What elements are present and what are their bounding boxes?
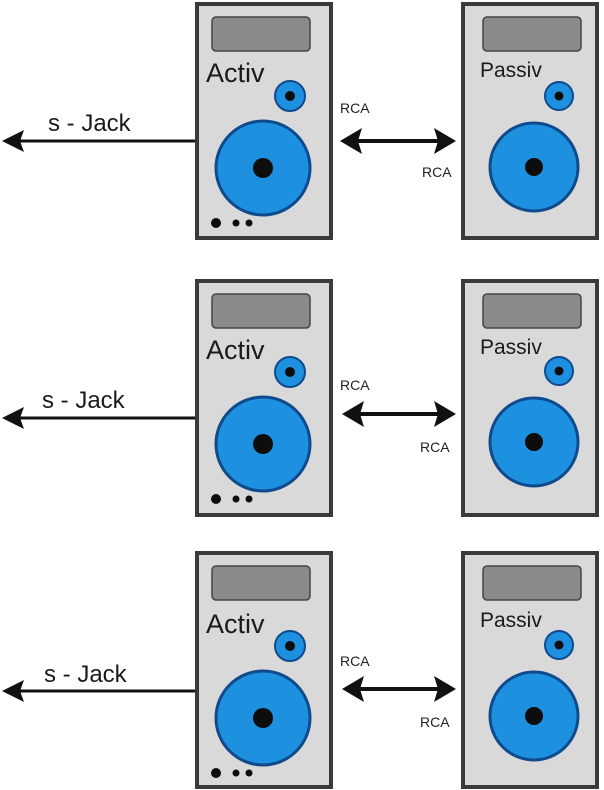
- passive-speaker: Passiv: [461, 551, 599, 789]
- input-label: s - Jack: [48, 110, 132, 137]
- row-1: s - Jack Activ RCA RCA: [2, 2, 599, 240]
- rca-link: [342, 401, 456, 427]
- passive-label: Passiv: [480, 59, 542, 82]
- rca-label-bottom: RCA: [422, 164, 452, 180]
- tweeter: [544, 81, 574, 111]
- display-panel: [211, 16, 311, 52]
- input-jack: [245, 219, 253, 227]
- tweeter: [544, 630, 574, 660]
- rca-label-top: RCA: [340, 100, 370, 116]
- active-speaker: Activ: [195, 2, 333, 240]
- control-knob: [211, 494, 221, 504]
- control-knob: [211, 218, 221, 228]
- row-2: s - Jack Activ RCA RCA: [2, 279, 599, 517]
- input-label: s - Jack: [44, 661, 128, 688]
- rca-link: [340, 128, 456, 154]
- display-panel: [482, 565, 582, 601]
- woofer: [214, 669, 312, 767]
- passive-speaker: Passiv: [461, 279, 599, 517]
- input-jack: [232, 769, 240, 777]
- display-panel: [211, 293, 311, 329]
- active-speaker: Activ: [195, 551, 333, 789]
- woofer: [214, 395, 312, 493]
- woofer: [214, 119, 312, 217]
- display-panel: [482, 293, 582, 329]
- input-arrow: [2, 130, 198, 152]
- rca-label-bottom: RCA: [420, 439, 450, 455]
- rca-label-bottom: RCA: [420, 714, 450, 730]
- woofer: [488, 121, 580, 213]
- input-label: s - Jack: [42, 387, 126, 414]
- row-3: s - Jack Activ RCA RCA: [2, 551, 599, 789]
- active-label: Activ: [206, 58, 265, 88]
- input-arrow: [2, 680, 198, 702]
- active-label: Activ: [206, 335, 265, 365]
- control-knob: [211, 768, 221, 778]
- input-jack: [232, 495, 240, 503]
- tweeter: [274, 630, 306, 662]
- rca-label-top: RCA: [340, 377, 370, 393]
- passive-speaker: Passiv: [461, 2, 599, 240]
- woofer: [488, 670, 580, 762]
- input-jack: [232, 219, 240, 227]
- passive-label: Passiv: [480, 609, 542, 632]
- active-label: Activ: [206, 609, 265, 639]
- input-arrow: [2, 407, 198, 429]
- tweeter: [544, 356, 574, 386]
- display-panel: [482, 16, 582, 52]
- display-panel: [211, 565, 311, 601]
- input-jack: [245, 495, 253, 503]
- woofer: [488, 396, 580, 488]
- passive-label: Passiv: [480, 336, 542, 359]
- active-speaker: Activ: [195, 279, 333, 517]
- rca-link: [342, 676, 456, 702]
- input-jack: [245, 769, 253, 777]
- rca-label-top: RCA: [340, 653, 370, 669]
- tweeter: [274, 80, 306, 112]
- tweeter: [274, 356, 306, 388]
